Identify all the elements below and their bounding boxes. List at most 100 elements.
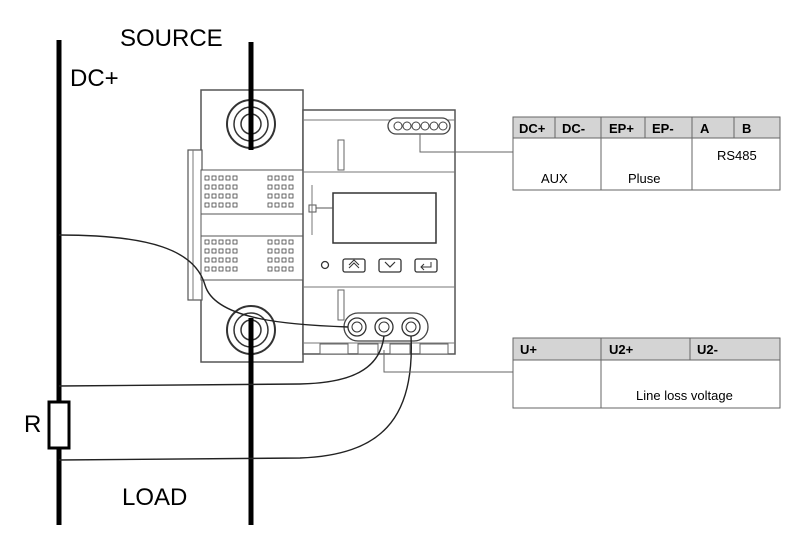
header-u2-plus: U2+ [609, 342, 634, 357]
resistor-symbol [47, 400, 71, 450]
mesh-hole [267, 175, 273, 181]
mesh-hole [225, 239, 231, 245]
mesh-hole [225, 266, 231, 272]
mesh-hole [288, 175, 294, 181]
enter-button-icon [414, 258, 438, 273]
mesh-hole [281, 193, 287, 199]
mesh-hole [204, 239, 210, 245]
mesh-hole [225, 248, 231, 254]
mesh-hole [204, 257, 210, 263]
mesh-hole [288, 193, 294, 199]
mesh-hole [218, 175, 224, 181]
mesh-hole [204, 248, 210, 254]
mesh-hole [218, 184, 224, 190]
mesh-hole [225, 184, 231, 190]
mesh-hole [232, 257, 238, 263]
mesh-hole [204, 184, 210, 190]
mesh-hole [281, 248, 287, 254]
dc-plus-label: DC+ [70, 65, 119, 92]
mesh-hole [274, 202, 280, 208]
header-u2-minus: U2- [697, 342, 718, 357]
sense-wires [58, 234, 412, 461]
status-led [320, 260, 330, 270]
mesh-hole [281, 257, 287, 263]
mesh-hole [225, 257, 231, 263]
mesh-hole [232, 184, 238, 190]
mesh-hole [225, 175, 231, 181]
header-dc-plus: DC+ [519, 121, 546, 136]
mesh-hole [211, 239, 217, 245]
mesh-hole [218, 202, 224, 208]
leader-lines [383, 134, 513, 373]
mesh-hole [218, 248, 224, 254]
mesh-hole [267, 202, 273, 208]
mesh-hole [232, 248, 238, 254]
mesh-hole [267, 248, 273, 254]
header-a: A [700, 121, 710, 136]
mesh-hole [267, 257, 273, 263]
source-label: SOURCE [120, 25, 223, 52]
mesh-hole [281, 175, 287, 181]
mesh-hole [281, 239, 287, 245]
mesh-hole [274, 175, 280, 181]
mesh-hole [204, 175, 210, 181]
mesh-hole [274, 257, 280, 263]
header-dc-minus: DC- [562, 121, 585, 136]
mesh-hole [288, 184, 294, 190]
mesh-hole [225, 202, 231, 208]
ventilation-mesh [204, 175, 294, 272]
mesh-hole [232, 193, 238, 199]
group-pluse: Pluse [628, 171, 661, 186]
group-line-loss-voltage: Line loss voltage [636, 388, 733, 403]
comm-terminal-table: DC+ DC- EP+ EP- A B AUX Pluse RS485 [512, 116, 781, 191]
mesh-hole [232, 266, 238, 272]
mesh-hole [211, 175, 217, 181]
resistor-label: R [24, 411, 41, 438]
mesh-hole [274, 266, 280, 272]
voltage-terminal-table: U+ U2+ U2- Line loss voltage [512, 337, 781, 409]
header-ep-plus: EP+ [609, 121, 634, 136]
mesh-hole [211, 257, 217, 263]
voltage-terminal-block [343, 312, 429, 342]
comm-terminal-block [387, 117, 451, 135]
mesh-hole [281, 184, 287, 190]
mesh-hole [288, 202, 294, 208]
group-aux: AUX [541, 171, 568, 186]
mesh-hole [281, 202, 287, 208]
down-arrow-button-icon [378, 258, 402, 273]
mesh-hole [204, 193, 210, 199]
mesh-hole [211, 202, 217, 208]
header-u-plus: U+ [520, 342, 537, 357]
mesh-hole [211, 266, 217, 272]
mesh-hole [232, 202, 238, 208]
mesh-hole [288, 239, 294, 245]
mesh-hole [274, 193, 280, 199]
mesh-hole [211, 193, 217, 199]
mesh-hole [218, 257, 224, 263]
mesh-hole [281, 266, 287, 272]
mesh-hole [218, 193, 224, 199]
mesh-hole [211, 248, 217, 254]
mesh-hole [225, 193, 231, 199]
up-arrow-button-icon [342, 258, 366, 273]
mesh-hole [232, 175, 238, 181]
mesh-hole [267, 266, 273, 272]
mesh-hole [288, 266, 294, 272]
mesh-hole [267, 193, 273, 199]
mesh-hole [288, 257, 294, 263]
header-b: B [742, 121, 751, 136]
header-ep-minus: EP- [652, 121, 674, 136]
mesh-hole [267, 184, 273, 190]
mesh-hole [218, 239, 224, 245]
mesh-hole [274, 184, 280, 190]
mesh-hole [218, 266, 224, 272]
mesh-hole [211, 184, 217, 190]
lcd-display [332, 192, 437, 244]
group-rs485: RS485 [717, 148, 757, 163]
mesh-hole [204, 266, 210, 272]
mesh-hole [232, 239, 238, 245]
mesh-hole [267, 239, 273, 245]
mesh-hole [274, 239, 280, 245]
mesh-hole [204, 202, 210, 208]
